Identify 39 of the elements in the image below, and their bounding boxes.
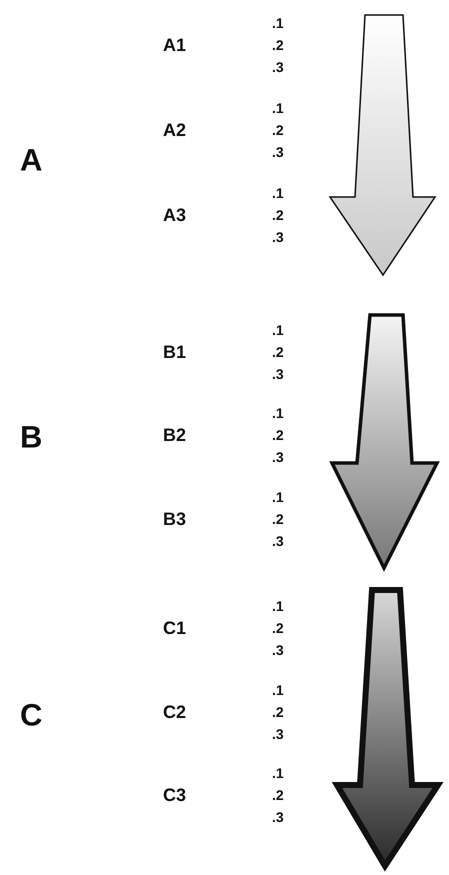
sublevel-label: B2 <box>163 426 186 444</box>
decimal-label: .1 <box>272 490 284 504</box>
decimal-label: .3 <box>272 230 284 244</box>
decimal-label: .1 <box>272 186 284 200</box>
decimal-label: .1 <box>272 406 284 420</box>
decimal-label: .1 <box>272 101 284 115</box>
group-letter: A <box>20 144 42 176</box>
decimal-label: .1 <box>272 683 284 697</box>
sublevel-label: C2 <box>163 703 186 721</box>
decimal-label: .2 <box>272 345 284 359</box>
sublevel-label: A3 <box>163 206 186 224</box>
decimal-label: .2 <box>272 788 284 802</box>
decimal-label: .3 <box>272 727 284 741</box>
decimal-label: .2 <box>272 208 284 222</box>
decimal-label: .2 <box>272 38 284 52</box>
decimal-label: .3 <box>272 367 284 381</box>
group-letter: B <box>20 422 42 452</box>
sublevel-label: B1 <box>163 343 186 361</box>
decimal-label: .2 <box>272 705 284 719</box>
decimal-label: .1 <box>272 599 284 613</box>
decimal-label: .3 <box>272 810 284 824</box>
decimal-label: .3 <box>272 450 284 464</box>
group-letter: C <box>20 700 42 730</box>
decimal-label: .1 <box>272 16 284 30</box>
decimal-label: .1 <box>272 323 284 337</box>
sublevel-label: C1 <box>163 619 186 637</box>
sublevel-label: A1 <box>163 36 186 54</box>
sublevel-label: C3 <box>163 786 186 804</box>
decimal-label: .1 <box>272 766 284 780</box>
decimal-label: .2 <box>272 621 284 635</box>
decimal-label: .3 <box>272 643 284 657</box>
decimal-label: .3 <box>272 60 284 74</box>
decimal-label: .3 <box>272 145 284 159</box>
sublevel-label: B3 <box>163 510 186 528</box>
decimal-label: .2 <box>272 512 284 526</box>
sublevel-label: A2 <box>163 121 186 139</box>
decimal-label: .2 <box>272 428 284 442</box>
decimal-label: .2 <box>272 123 284 137</box>
decimal-label: .3 <box>272 534 284 548</box>
